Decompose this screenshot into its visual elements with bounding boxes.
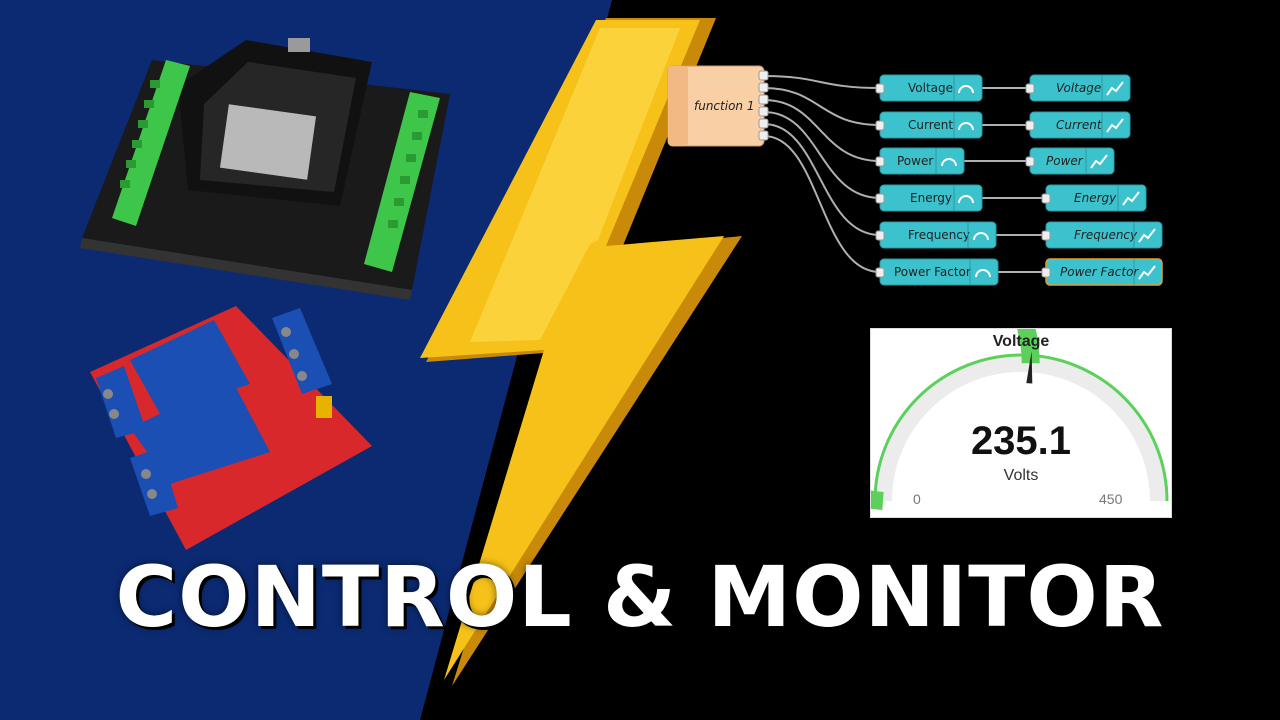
gauge-node-frequency[interactable]: Frequency (875, 221, 997, 249)
gauge-node-label: Power Factor (894, 265, 971, 279)
flow-wires (763, 75, 1046, 273)
chart-node-label: Power Factor (1060, 265, 1139, 279)
lightning-bolt-icon (420, 18, 742, 686)
chart-icon (1106, 81, 1124, 96)
headline-text: CONTROL & MONITOR (115, 548, 1165, 646)
function-node[interactable]: function 1 (667, 65, 769, 147)
gauge-node-label: Energy (910, 191, 952, 205)
chart-node-voltage[interactable]: Voltage (1025, 74, 1131, 102)
gauge-icon (958, 122, 974, 131)
gauge-node-energy[interactable]: Energy (875, 184, 983, 212)
chart-node-frequency[interactable]: Frequency (1041, 221, 1163, 249)
gauge-min-label: 0 (913, 491, 921, 507)
gauge-needle-icon (1026, 351, 1033, 384)
gauge-node-voltage[interactable]: Voltage (875, 74, 983, 102)
gauge-node-power[interactable]: Power (875, 147, 965, 175)
gauge-value: 235.1 (970, 419, 1072, 463)
gauge-title: Voltage (992, 333, 1050, 350)
gauge-icon (941, 158, 957, 167)
gauge-node-label: Frequency (908, 228, 970, 242)
chart-node-power[interactable]: Power (1025, 147, 1115, 175)
gauge-track (874, 354, 1168, 502)
gauge-node-label: Power (897, 154, 933, 168)
gauge-node-current[interactable]: Current (875, 111, 983, 139)
gauge-node-power-factor[interactable]: Power Factor (875, 258, 999, 286)
chart-icon (1106, 118, 1124, 133)
chart-node-label: Current (1056, 118, 1103, 132)
chart-icon (1138, 265, 1156, 280)
esp32-board-image (80, 38, 450, 300)
gauge-arc (871, 329, 1169, 510)
gauge-icon (958, 85, 974, 94)
chart-icon (1090, 154, 1108, 169)
gauge-outer-ring (873, 353, 1169, 502)
chart-node-power-factor[interactable]: Power Factor (1041, 258, 1163, 286)
chart-node-current[interactable]: Current (1025, 111, 1131, 139)
gauge-icon (973, 232, 989, 241)
gauge-icon (958, 195, 974, 204)
chart-icon (1138, 228, 1156, 243)
gauge-node-label: Current (908, 118, 953, 132)
chart-icon (1122, 191, 1140, 206)
gauge-units: Volts (1003, 467, 1039, 484)
function-node-label: function 1 (694, 99, 754, 113)
gauge-max-label: 450 (1099, 491, 1123, 507)
voltage-gauge-widget: Voltage 235.1 Volts 0 450 (870, 328, 1172, 518)
gauge-node-label: Voltage (908, 81, 953, 95)
chart-node-label: Voltage (1056, 81, 1101, 95)
chart-node-label: Power (1046, 154, 1084, 168)
gauge-icon (975, 269, 991, 278)
chart-node-label: Energy (1074, 191, 1117, 205)
chart-node-energy[interactable]: Energy (1041, 184, 1147, 212)
relay-module-image (90, 306, 372, 550)
chart-node-label: Frequency (1074, 228, 1138, 242)
